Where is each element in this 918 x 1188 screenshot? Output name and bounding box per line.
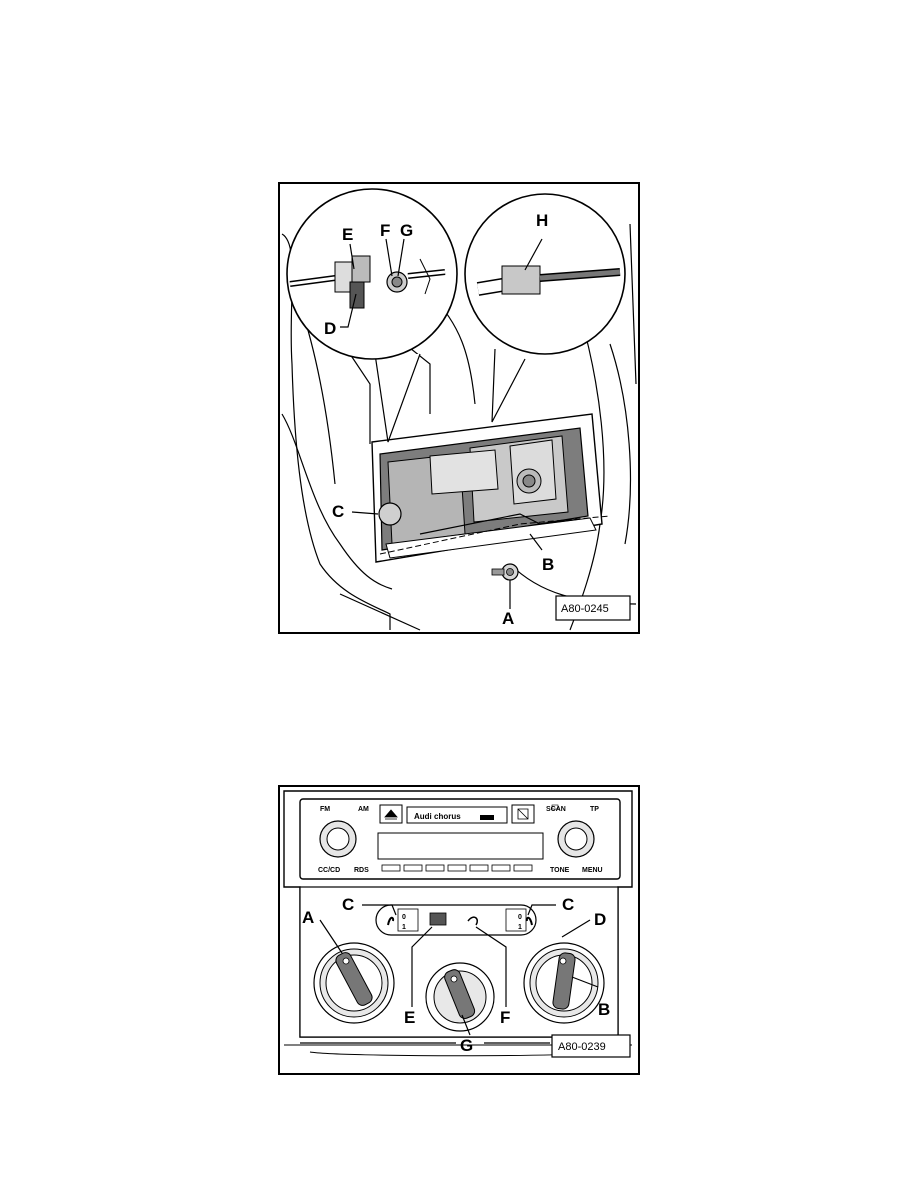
label-e: E bbox=[404, 1008, 415, 1027]
radio-cc-cd-label: CC/CD bbox=[318, 867, 340, 874]
radio-tp-label: TP bbox=[590, 806, 599, 813]
screw-a bbox=[491, 563, 519, 581]
figure-code: A80-0245 bbox=[561, 603, 609, 615]
radio-am-label: AM bbox=[358, 806, 369, 813]
label-b: B bbox=[542, 555, 554, 574]
radio-rds-label: RDS bbox=[354, 867, 369, 874]
label-g: G bbox=[460, 1036, 473, 1055]
label-d: D bbox=[324, 319, 336, 338]
label-g: G bbox=[400, 221, 413, 240]
left-vent-digit-0: 0 bbox=[402, 914, 406, 921]
right-vent-digit-1: 1 bbox=[518, 924, 522, 931]
left-vent-digit-1: 1 bbox=[402, 924, 406, 931]
detail-circle-left bbox=[286, 188, 458, 443]
label-d: D bbox=[594, 910, 606, 929]
label-f: F bbox=[380, 221, 390, 240]
figure-radio-removal: E F G D H C B A A80-0245 bbox=[278, 182, 640, 634]
climate-panel bbox=[299, 886, 619, 1038]
radio-brand: Audi chorus bbox=[414, 812, 461, 821]
label-h: H bbox=[536, 211, 548, 230]
label-c-right: C bbox=[562, 895, 574, 914]
radio-tone-label: TONE bbox=[550, 867, 570, 874]
figure-climate-control: FM AM Audi chorus SCAN TP CC/CD RDS TONE… bbox=[278, 785, 640, 1075]
right-vent-digit-0: 0 bbox=[518, 914, 522, 921]
label-f: F bbox=[500, 1008, 510, 1027]
leader-lines-2 bbox=[300, 904, 599, 1044]
radio-menu-label: MENU bbox=[582, 867, 603, 874]
leader-lines bbox=[340, 238, 543, 609]
round-plug-c bbox=[378, 502, 402, 526]
figure-code-box bbox=[551, 1034, 631, 1058]
label-e: E bbox=[342, 225, 353, 244]
radio-scan-label: SCAN bbox=[546, 806, 566, 813]
label-b: B bbox=[598, 1000, 610, 1019]
label-c: C bbox=[332, 502, 344, 521]
radio-unit bbox=[299, 798, 621, 880]
label-a: A bbox=[502, 609, 514, 628]
figure-code: A80-0239 bbox=[558, 1041, 606, 1053]
label-a: A bbox=[302, 908, 314, 927]
detail-circle-right bbox=[464, 193, 626, 423]
radio-fm-label: FM bbox=[320, 806, 330, 813]
climate-control-illustration: FM AM Audi chorus SCAN TP CC/CD RDS TONE… bbox=[283, 790, 633, 1058]
radio-opening bbox=[371, 413, 611, 563]
label-c-left: C bbox=[342, 895, 354, 914]
radio-removal-illustration: E F G D H C B A A80-0245 bbox=[281, 188, 637, 631]
figure-code-box bbox=[555, 595, 631, 621]
